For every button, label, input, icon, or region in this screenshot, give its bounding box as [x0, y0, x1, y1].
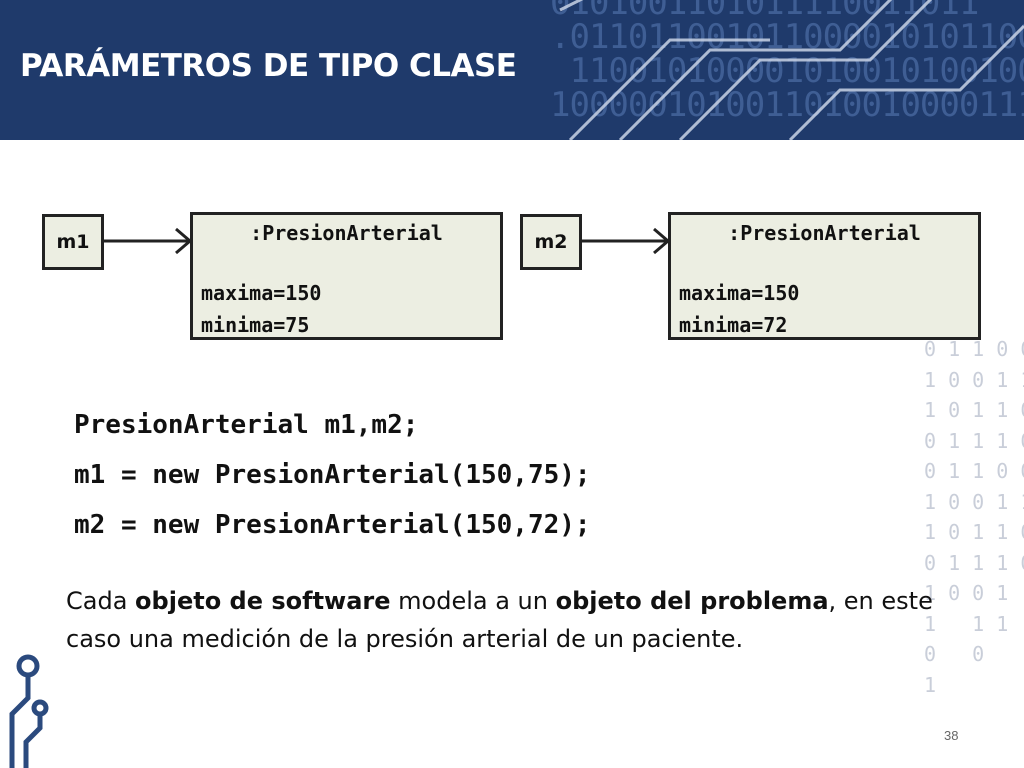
- object-1-field-maxima: maxima=150: [201, 281, 322, 305]
- para-bold-1: objeto de software: [135, 587, 391, 615]
- header-banner: 0101001101011110011011 .0110110010110000…: [0, 0, 1024, 140]
- para-text-2: modela a un: [390, 587, 556, 615]
- object-box-2: :PresionArterial maxima=150 minima=72: [668, 212, 981, 340]
- description-paragraph: Cada objeto de software modela a un obje…: [66, 582, 956, 658]
- object-2-field-maxima: maxima=150: [679, 281, 800, 305]
- object-1-field-minima: minima=75: [201, 313, 310, 337]
- page-number: 38: [944, 728, 959, 743]
- slide-title: PARÁMETROS DE TIPO CLASE: [20, 48, 517, 84]
- object-box-1: :PresionArterial maxima=150 minima=75: [190, 212, 503, 340]
- code-line-2: m1 = new PresionArterial(150,75);: [74, 460, 591, 490]
- header-line-decoration: [559, 0, 1024, 140]
- side-binary-pattern: 0 1 1 0 0 1 0 0 1 1 1 0 1 1 0 0 1 1 1 0 …: [924, 337, 1024, 697]
- para-bold-2: objeto del problema: [555, 587, 829, 615]
- object-2-field-minima: minima=72: [679, 313, 788, 337]
- circuit-decoration-icon: [9, 654, 49, 768]
- reference-m2-box: m2: [520, 214, 582, 270]
- para-text-1: Cada: [66, 587, 136, 615]
- object-2-class: :PresionArterial: [728, 221, 921, 245]
- arrow-m2-icon: [582, 227, 671, 255]
- reference-m1-box: m1: [42, 214, 104, 270]
- code-line-3: m2 = new PresionArterial(150,72);: [74, 510, 591, 540]
- object-1-class: :PresionArterial: [250, 221, 443, 245]
- code-line-1: PresionArterial m1,m2;: [74, 410, 419, 440]
- para-text-3: , en este caso una medición de la presió…: [66, 587, 933, 653]
- arrow-m1-icon: [104, 227, 193, 255]
- header-binary-pattern: 0101001101011110011011 .0110110010110000…: [550, 0, 1024, 125]
